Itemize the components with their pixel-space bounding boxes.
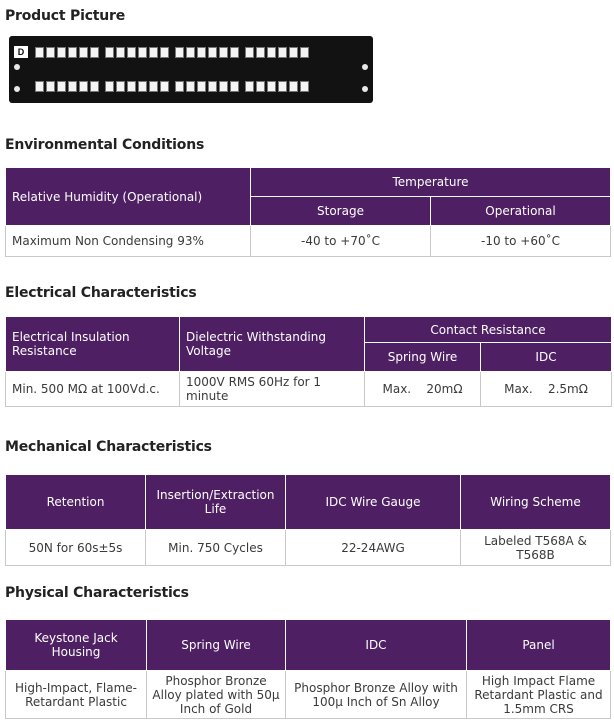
wire-gauge-header: IDC Wire Gauge [285,474,461,530]
rj45-port [289,81,298,92]
rj45-port [35,81,44,92]
dielectric-header: Dielectric Withstanding Voltage [179,316,365,372]
rj45-port [289,47,298,58]
rj45-port [186,47,195,58]
electrical-title: Electrical Characteristics [5,285,197,301]
product-picture-title: Product Picture [5,8,126,24]
rj45-port [278,81,287,92]
storage-value: -40 to +70˚C [250,225,431,257]
humidity-value: Maximum Non Condensing 93% [5,225,251,257]
rj45-port [245,81,254,92]
rj45-port [127,81,136,92]
storage-header: Storage [250,196,431,226]
retention-value: 50N for 60s±5s [5,529,146,566]
panel-header: Panel [466,619,611,671]
rj45-port [68,47,77,58]
rj45-port [197,81,206,92]
dielectric-value: 1000V RMS 60Hz for 1 minute [179,371,365,407]
rj45-port [245,47,254,58]
rj45-port [46,81,55,92]
rj45-port [138,81,147,92]
port-row-top [35,47,311,58]
rj45-port [116,47,125,58]
rj45-port [219,81,228,92]
temperature-header: Temperature [249,167,612,197]
retention-header: Retention [5,474,146,530]
idc-value: Phosphor Bronze Alloy with 100μ Inch of … [285,670,467,719]
mount-hole [14,64,20,70]
rj45-port [256,81,265,92]
rj45-port [175,81,184,92]
contact-resistance-header: Contact Resistance [363,316,613,343]
mechanical-title: Mechanical Characteristics [5,439,212,455]
rj45-port [175,47,184,58]
patch-panel-image: D [9,36,373,103]
insulation-header: Electrical Insulation Resistance [5,316,180,372]
idc-header: IDC [479,342,613,372]
rj45-port [300,47,309,58]
rj45-port [160,81,169,92]
rj45-port [68,81,77,92]
rj45-port [256,47,265,58]
brand-logo: D [14,46,28,58]
idc-header: IDC [285,619,467,671]
environmental-table: Relative Humidity (Operational) Temperat… [5,167,612,257]
rj45-port [90,47,99,58]
wire-gauge-value: 22-24AWG [285,529,461,566]
rj45-port [57,81,66,92]
spring-wire-header: Spring Wire [364,342,481,372]
rj45-port [219,47,228,58]
spring-wire-header: Spring Wire [146,619,286,671]
mount-hole [362,86,368,92]
wiring-scheme-header: Wiring Scheme [460,474,611,530]
rj45-port [79,81,88,92]
rj45-port [186,81,195,92]
rj45-port [116,81,125,92]
rj45-port [160,47,169,58]
rj45-port [278,47,287,58]
environmental-title: Environmental Conditions [5,137,205,153]
insertion-life-value: Min. 750 Cycles [145,529,286,566]
physical-title: Physical Characteristics [5,585,189,601]
mount-hole [14,86,20,92]
rj45-port [138,47,147,58]
rj45-port [57,47,66,58]
housing-header: Keystone Jack Housing [5,619,147,671]
spring-wire-value: Phosphor Bronze Alloy plated with 50μ In… [146,670,286,719]
rj45-port [230,47,239,58]
rj45-port [90,81,99,92]
rj45-port [149,47,158,58]
rj45-port [197,47,206,58]
rj45-port [230,81,239,92]
insulation-value: Min. 500 MΩ at 100Vd.c. [5,371,180,407]
rj45-port [208,47,217,58]
physical-table: Keystone Jack Housing Spring Wire IDC Pa… [5,619,611,719]
rj45-port [35,47,44,58]
port-row-bottom [35,81,311,92]
rj45-port [127,47,136,58]
operational-value: -10 to +60˚C [429,225,612,257]
rj45-port [79,47,88,58]
rj45-port [149,81,158,92]
wiring-scheme-value: Labeled T568A & T568B [460,529,611,566]
idc-value: Max. 2.5mΩ [479,371,613,407]
rj45-port [300,81,309,92]
panel-value: High Impact Flame Retardant Plastic and … [466,670,611,719]
rj45-port [105,47,114,58]
rj45-port [46,47,55,58]
spring-wire-value: Max. 20mΩ [364,371,481,407]
housing-value: High-Impact, Flame-Retardant Plastic [5,670,147,719]
rj45-port [267,81,276,92]
electrical-table: Electrical Insulation Resistance Dielect… [5,316,613,407]
rj45-port [267,47,276,58]
rj45-port [105,81,114,92]
humidity-header: Relative Humidity (Operational) [5,167,251,226]
insertion-life-header: Insertion/Extraction Life [145,474,286,530]
mount-hole [362,64,368,70]
mechanical-table: Retention Insertion/Extraction Life IDC … [5,474,611,566]
operational-header: Operational [429,196,612,226]
rj45-port [208,81,217,92]
